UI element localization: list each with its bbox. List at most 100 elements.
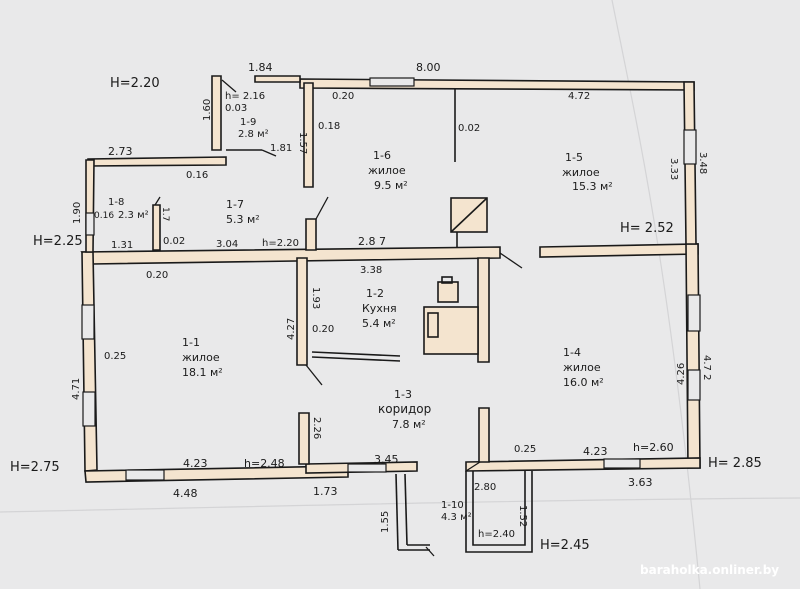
- dimension: 2.8 7: [358, 235, 386, 248]
- door-swing: [425, 546, 435, 557]
- dimension: h=2.48: [244, 457, 285, 470]
- wall-kitchen-left-lower: [298, 412, 310, 465]
- room-area: 4.3 м²: [441, 512, 472, 523]
- dimension: h=2.60: [633, 441, 674, 454]
- wall-small-top: [254, 75, 301, 83]
- paper-fold: [0, 497, 800, 513]
- room-1-2: 1-2 Кухня 5.4 м²: [362, 287, 397, 330]
- dimension: 0.25: [514, 444, 536, 455]
- dimension: 1.7: [160, 207, 170, 221]
- wall-upper-left: [303, 82, 314, 188]
- door-swing: [499, 252, 523, 269]
- wall-right: [685, 243, 701, 469]
- vestibule-outline: [465, 471, 533, 553]
- wall-kitchen-left: [296, 257, 308, 366]
- wall-left: [81, 251, 98, 472]
- wall-room18-right: [152, 204, 161, 251]
- wall-small-left: [211, 75, 222, 151]
- door-swing: [221, 79, 237, 93]
- room-1-9: 1-9 2.8 м²: [238, 117, 269, 140]
- dimension: 0.03: [225, 103, 247, 114]
- wall-upper-left-lower: [305, 218, 317, 251]
- dimension: 1.90: [72, 202, 83, 224]
- room-1-8: 1-8 2.3 м²: [108, 197, 149, 221]
- dimension: h=2.40: [478, 529, 515, 540]
- door-swing: [465, 461, 481, 472]
- room-area: 5.4 м²: [362, 317, 396, 330]
- room-1-4: 1-4 жилое 16.0 м²: [563, 346, 604, 389]
- room-1-1: 1-1 жилое 18.1 м²: [182, 336, 223, 379]
- dimension: 4.26: [676, 363, 687, 385]
- dimension: 1.55: [380, 511, 391, 533]
- dimension: 8.00: [416, 61, 441, 74]
- dimension: 1.81: [270, 143, 292, 154]
- room-id: 1-10: [441, 500, 464, 511]
- room-id: 1-3: [394, 388, 412, 401]
- room-id: 1-9: [240, 117, 256, 128]
- dimension: 0.16: [186, 170, 208, 181]
- height-label: H=2.45: [540, 538, 590, 553]
- wall-bottom-right: [465, 457, 701, 472]
- dimension: 1.84: [248, 61, 273, 74]
- window: [81, 304, 95, 340]
- height-label: H=2.20: [110, 76, 160, 91]
- window: [603, 458, 641, 469]
- room-area: 5.3 м²: [226, 213, 260, 226]
- vestibule-outline-inner: [472, 471, 526, 546]
- wall-kitchen-bottom: [311, 356, 401, 362]
- height-label: H=2.75: [10, 460, 60, 475]
- dimension: 0.20: [312, 324, 334, 335]
- dimension: 3.38: [360, 265, 382, 276]
- room-name: жилое: [563, 361, 601, 374]
- dimension: 1.52: [517, 505, 528, 527]
- kitchen-stove-top: [441, 276, 453, 284]
- room-1-6: 1-6 жилое 9.5 м²: [368, 149, 408, 192]
- height-label: H= 2.52: [620, 221, 674, 236]
- wall-kitchen-right: [477, 257, 490, 363]
- wall-corridor-right: [478, 407, 490, 463]
- room-name: жилое: [182, 351, 220, 364]
- wall-room17-left: [85, 159, 95, 253]
- wall-top-left: [80, 246, 501, 265]
- door-swing: [261, 149, 277, 157]
- dimension: 0.20: [146, 270, 168, 281]
- room-area: 7.8 м²: [392, 418, 426, 431]
- dimension: 0.18: [318, 121, 340, 132]
- dimension: 4.71: [71, 378, 82, 400]
- window: [347, 463, 387, 473]
- wall-kitchen-bottom: [311, 351, 401, 357]
- height-label: H=2.25: [33, 234, 83, 249]
- door-swing: [305, 364, 323, 386]
- room-name: жилое: [562, 166, 600, 179]
- room-name: коридор: [378, 402, 431, 416]
- room-area: 2.8 м²: [238, 129, 269, 140]
- dimension: 3.33: [668, 158, 679, 180]
- room-1-10: 1-10 4.3 м²: [441, 500, 472, 523]
- window: [85, 212, 95, 236]
- room-id: 1-8: [108, 197, 124, 208]
- room-id: 1-7: [226, 198, 244, 211]
- dimension: 2.80: [474, 482, 496, 493]
- dimension: 4.27: [286, 318, 297, 340]
- kitchen-oven: [423, 306, 479, 355]
- window: [687, 294, 701, 332]
- dimension: 1.31: [111, 240, 133, 251]
- dimension: 0.02: [163, 236, 185, 247]
- dimension: 1.60: [202, 99, 213, 121]
- dimension: 4.48: [173, 487, 198, 500]
- dimension: 4.23: [183, 457, 208, 470]
- porch-left-inner: [404, 473, 408, 546]
- dimension: 3.63: [628, 476, 653, 489]
- room-area: 18.1 м²: [182, 366, 223, 379]
- door-swing: [154, 196, 161, 206]
- watermark: baraholka.onliner.by: [640, 563, 779, 577]
- room-1-7: 1-7 5.3 м²: [226, 198, 260, 226]
- window: [687, 369, 701, 401]
- dimension: 0.20: [332, 91, 354, 102]
- dimension: 4.7 2: [701, 355, 712, 380]
- dimension: 1.73: [313, 485, 338, 498]
- wall-top-right: [539, 243, 699, 258]
- room-area: 2.3 м²: [118, 210, 149, 221]
- dimension: 4.72: [568, 91, 590, 102]
- window: [125, 469, 165, 481]
